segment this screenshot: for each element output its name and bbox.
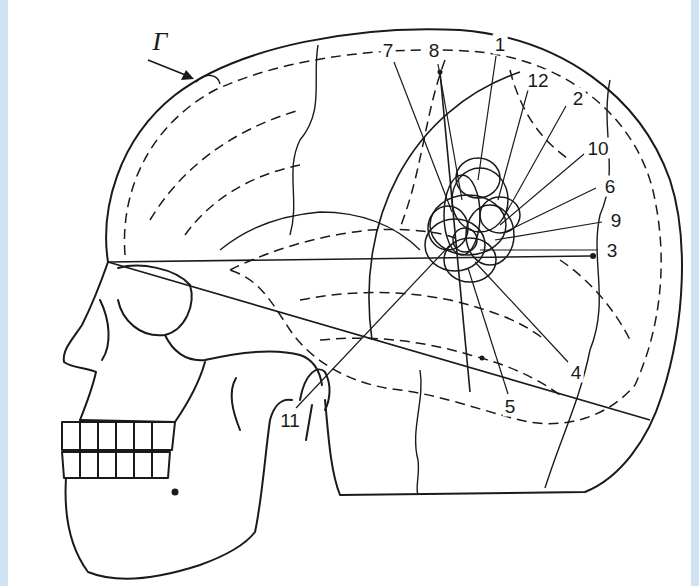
leader-line [495, 222, 602, 240]
upper-teeth [62, 422, 175, 450]
lateral-sulcus [230, 229, 455, 270]
callout-number: 12 [525, 70, 550, 91]
arc-line [369, 72, 520, 340]
figure-letter: Г [151, 28, 170, 56]
mastoid [300, 369, 330, 410]
leader-line [478, 56, 496, 180]
leader-line [498, 90, 528, 200]
temporal-gyrus [300, 293, 545, 341]
upper-horizontal [108, 256, 590, 262]
nasal-aperture [100, 300, 109, 360]
zygoma [165, 335, 322, 385]
styloid [306, 405, 312, 440]
arrow-head [181, 70, 194, 80]
coronal-suture [290, 45, 318, 235]
squamous-suture [220, 212, 420, 250]
projection-circle [453, 228, 477, 252]
lambdoid-suture [545, 80, 610, 488]
brain-projection [124, 50, 661, 424]
leader-line [394, 62, 452, 212]
face-outline [64, 262, 108, 420]
callout-number: 4 [569, 362, 584, 383]
callout-number: 9 [609, 210, 624, 231]
leader-line [480, 249, 598, 250]
reference-dot [590, 253, 596, 259]
callout-number: 8 [427, 40, 442, 61]
leader-line [475, 262, 568, 362]
callout-number: 6 [603, 176, 618, 197]
reference-dots [172, 70, 597, 496]
cranium-outline [106, 29, 682, 495]
leader-line [296, 245, 450, 408]
projection-circle [466, 205, 514, 265]
frontal-gyrus [150, 110, 300, 220]
callout-number: 10 [585, 138, 610, 159]
pointer-arrow [148, 60, 220, 84]
callout-number: 7 [381, 40, 396, 61]
callout-number: 5 [503, 396, 518, 417]
callout-number: 1 [493, 34, 508, 55]
lower-teeth [62, 452, 170, 478]
frame-band [0, 0, 8, 586]
reference-dot [172, 489, 179, 496]
brain-outline [124, 50, 661, 424]
reference-dot [438, 70, 443, 75]
maxilla [80, 362, 205, 422]
topography-lines [108, 72, 650, 420]
central-sulcus [400, 60, 445, 228]
occipitomastoid-suture [416, 370, 421, 495]
lower-horizontal [108, 262, 650, 420]
frontal-gyrus [185, 165, 300, 235]
arrow-shaft [148, 60, 188, 76]
leader-line [438, 64, 462, 200]
occipital-gyrus [560, 260, 630, 340]
coronoid [232, 378, 240, 430]
callout-number: 11 [278, 410, 302, 431]
leader-line [505, 106, 566, 215]
callout-number: 3 [605, 240, 620, 261]
bregma-mark [196, 75, 220, 84]
temporal-gyrus [320, 338, 560, 395]
callout-number: 2 [571, 88, 586, 109]
leader-lines [296, 56, 602, 408]
leader-line [468, 268, 508, 394]
frame-band [691, 0, 699, 586]
sutures [220, 45, 610, 495]
reference-dot [480, 356, 485, 361]
skull-outline [62, 29, 682, 579]
mandible [66, 400, 292, 579]
